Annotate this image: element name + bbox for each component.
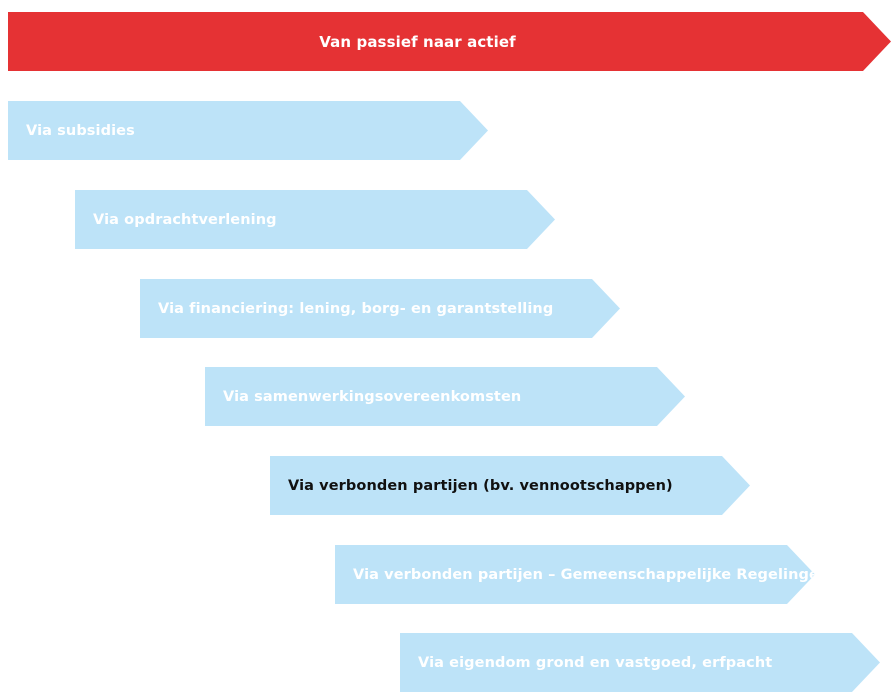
step-arrow-eigendom-grond-vastgoed: Via eigendom grond en vastgoed, erfpacht: [400, 633, 880, 692]
step-label: Via verbonden partijen (bv. vennootschap…: [288, 477, 673, 494]
step-arrow-samenwerkingsovereenkomsten: Via samenwerkingsovereenkomsten: [205, 367, 685, 426]
step-arrow-financiering: Via financiering: lening, borg- en garan…: [140, 279, 620, 338]
step-label: Via financiering: lening, borg- en garan…: [158, 300, 554, 317]
step-arrow-verbonden-partijen-vennootschappen: Via verbonden partijen (bv. vennootschap…: [270, 456, 750, 515]
step-arrow-opdrachtverlening: Via opdrachtverlening: [75, 190, 555, 249]
step-label: Via subsidies: [26, 122, 135, 139]
step-label: Via eigendom grond en vastgoed, erfpacht: [418, 654, 773, 671]
step-label: Via verbonden partijen – Gemeenschappeli…: [353, 566, 830, 583]
step-label: Via opdrachtverlening: [93, 211, 277, 228]
step-label: Via samenwerkingsovereenkomsten: [223, 388, 522, 405]
step-arrow-subsidies: Via subsidies: [8, 101, 488, 160]
header-arrow: Van passief naar actief: [8, 12, 891, 71]
step-arrow-gemeenschappelijke-regelingen: Via verbonden partijen – Gemeenschappeli…: [335, 545, 815, 604]
header-arrow-label: Van passief naar actief: [319, 32, 516, 51]
